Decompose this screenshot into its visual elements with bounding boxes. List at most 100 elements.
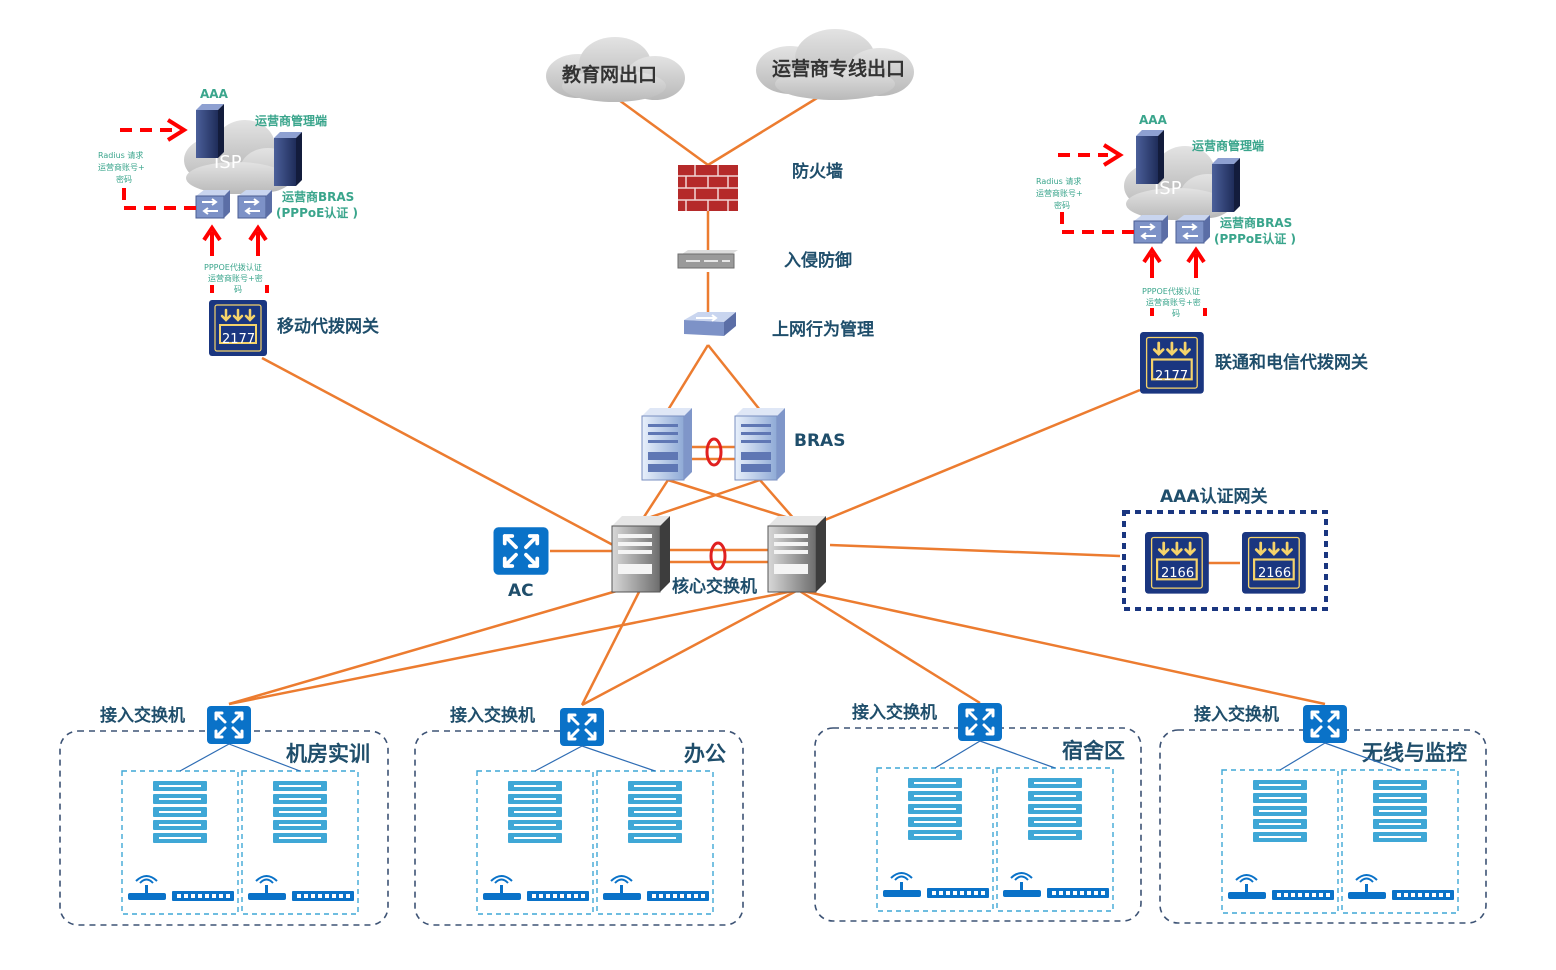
device-group-2 [581, 745, 714, 915]
isp-exit-label: 运营商专线出口 [772, 57, 905, 80]
server-rack-icon [908, 778, 962, 840]
bras-device-right [734, 408, 785, 481]
right-radius-line2: 运营商账号+ [1036, 188, 1083, 198]
right-pppoe-line2: 运营商账号+密 [1146, 297, 1201, 307]
left-isp-bras-1-icon [195, 189, 231, 219]
right-radius-line1: Radius 请求 [1036, 176, 1081, 186]
server-rack-icon [273, 781, 327, 843]
right-radius-line3: 密码 [1054, 200, 1070, 210]
device-group-1 [476, 745, 594, 915]
ips-device-icon [677, 250, 738, 269]
mobile-dial-gateway-icon [207, 298, 269, 358]
left-isp-bras-label-line2: (PPPoE认证 ) [276, 205, 358, 220]
device-group-2 [228, 743, 359, 915]
server-rack-icon [628, 781, 682, 843]
left-radius-line2: 运营商账号+ [98, 162, 145, 172]
left-aaa-server-icon [196, 104, 224, 158]
right-isp-bras-label-line2: (PPPoE认证 ) [1214, 231, 1296, 246]
wireless-ap-icon [1347, 874, 1387, 900]
wireless-ap-icon [1227, 874, 1267, 900]
right-isp-section: ISP AAA 运营商管理端 运营商BRAS (PPPoE认证 ) Radius… [1036, 113, 1368, 395]
left-mgmt-label: 运营商管理端 [255, 113, 327, 128]
access-switch-label: 接入交换机 [450, 705, 535, 726]
left-isp-bras-2-icon [237, 189, 273, 219]
right-pppoe-line1: PPPOE代拨认证 [1142, 286, 1200, 296]
access-switch-icon [1301, 703, 1349, 745]
aaa-gateway-1-number: 2166 [1161, 566, 1194, 581]
mobile-gateway-number: 2177 [222, 332, 255, 347]
zone-name: 无线与监控 [1362, 741, 1467, 765]
server-rack-icon [153, 781, 207, 843]
behavior-mgmt-label: 上网行为管理 [772, 319, 874, 340]
aaa-gateway-group [1122, 510, 1328, 611]
unicom-gateway-number: 2177 [1155, 369, 1188, 384]
wireless-ap-icon [482, 875, 522, 901]
uplink-line [581, 745, 656, 772]
aaa-gateway-1-icon [1143, 530, 1211, 595]
right-pppoe-arrows-icon [1142, 246, 1207, 316]
bras-stack-ring-icon [705, 437, 723, 467]
wireless-ap-icon [602, 875, 642, 901]
left-isp-section: ISP AAA 运营商管理端 运营商BRAS (PPPoE认证 ) Radius… [98, 87, 379, 358]
server-rack-icon [1253, 780, 1307, 842]
device-group-1 [121, 743, 239, 915]
uplink-line [179, 743, 230, 772]
access-switch-label: 接入交换机 [1194, 704, 1279, 725]
zone-name: 宿舍区 [1062, 739, 1125, 763]
access-switch-label: 接入交换机 [852, 702, 937, 723]
edge-switch-icon [527, 891, 589, 901]
zone-name: 办公 [684, 742, 726, 766]
zone-name: 机房实训 [286, 742, 370, 766]
edge-switch-icon [1392, 890, 1454, 900]
right-aaa-label: AAA [1139, 113, 1168, 127]
behavior-mgmt-icon [684, 312, 736, 336]
left-pppoe-line1: PPPOE代拨认证 [204, 262, 262, 272]
left-isp-label: ISP [214, 152, 242, 173]
right-aaa-server-icon [1136, 130, 1164, 184]
right-isp-bras-2-icon [1175, 214, 1211, 244]
edge-switch-icon [292, 891, 354, 901]
access-switch-icon [558, 706, 606, 748]
uplink-line [1279, 742, 1326, 771]
device-group-1 [1221, 742, 1339, 914]
uplink-line [1324, 742, 1401, 771]
device-group-2 [1324, 742, 1459, 914]
uplink-line [979, 740, 1056, 769]
server-rack-icon [1028, 778, 1082, 840]
edge-switch-icon [172, 891, 234, 901]
edu-exit-label: 教育网出口 [562, 63, 657, 86]
server-rack-icon [508, 781, 562, 843]
wireless-ap-icon [882, 872, 922, 898]
left-pppoe-line3: 码 [234, 285, 242, 294]
aaa-gateway-2-icon [1240, 530, 1308, 595]
uplink-line [228, 743, 301, 772]
right-isp-label: ISP [1154, 178, 1182, 199]
edge-switch-icon [647, 891, 709, 901]
right-mgmt-server-icon [1212, 158, 1240, 212]
core-switch-label: 核心交换机 [672, 576, 757, 597]
bras-device-left [641, 408, 692, 481]
wireless-ap-icon [1002, 872, 1042, 898]
device-group-2 [979, 740, 1114, 912]
wireless-ap-icon [127, 875, 167, 901]
uplink-line [934, 740, 981, 769]
right-isp-cloud [1124, 146, 1236, 220]
core-switch-right [767, 516, 826, 593]
right-isp-bras-1-icon [1133, 214, 1169, 244]
left-mgmt-server-icon [274, 132, 302, 186]
access-switch-icon [956, 701, 1004, 743]
left-isp-bras-label-line1: 运营商BRAS [282, 189, 354, 204]
right-pppoe-line3: 码 [1172, 309, 1180, 318]
mobile-gateway-label: 移动代拨网关 [277, 316, 379, 337]
wireless-ap-icon [247, 875, 287, 901]
bras-label: BRAS [794, 431, 845, 451]
edu-network-cloud: 教育网出口 [546, 37, 685, 102]
right-isp-bras-label-line1: 运营商BRAS [1220, 215, 1292, 230]
isp-leased-line-cloud: 运营商专线出口 [756, 29, 914, 100]
edge-switch-icon [1272, 890, 1334, 900]
core-switch-left [611, 516, 670, 593]
